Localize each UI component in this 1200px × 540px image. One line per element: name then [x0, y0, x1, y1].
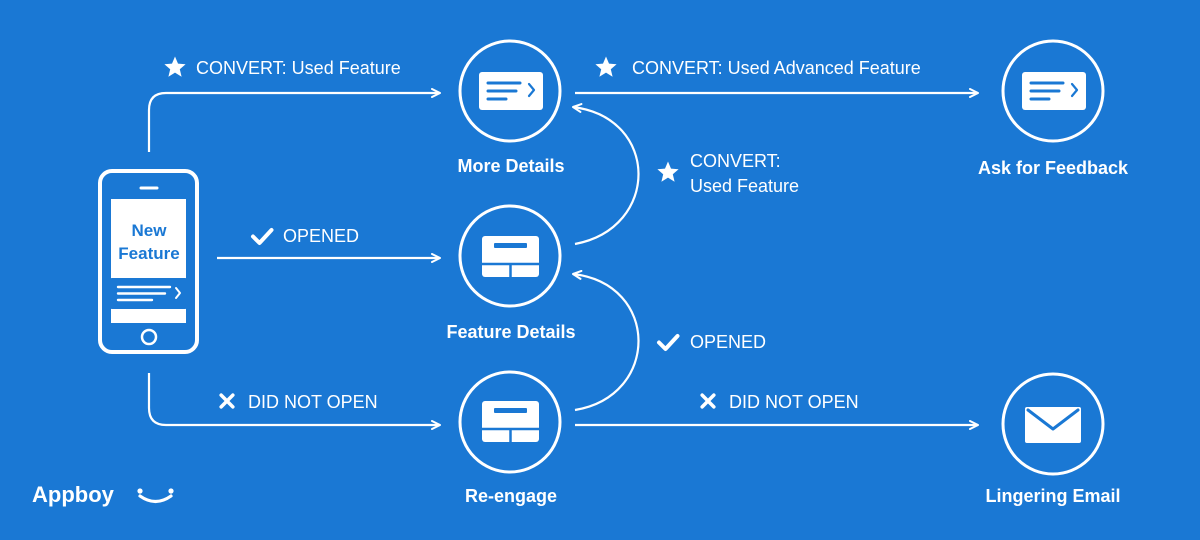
text-convert-line2: Used Feature [690, 176, 799, 196]
edge-label-did-not-open: DID NOT OPEN [219, 392, 378, 412]
check-icon [251, 228, 274, 245]
label-lingering-email: Lingering Email [985, 486, 1120, 506]
connectors [147, 88, 979, 430]
text-opened: OPENED [283, 226, 359, 246]
cross-icon [700, 393, 716, 409]
node-lingering-email: Lingering Email [985, 372, 1121, 506]
text-convert-used-feature: CONVERT: Used Feature [196, 58, 401, 78]
appboy-logo: Appboy [32, 482, 174, 507]
logo-eye-left [137, 488, 143, 494]
text-convert-used-advanced: CONVERT: Used Advanced Feature [632, 58, 921, 78]
edge-label-did-not-open-email: DID NOT OPEN [700, 392, 859, 412]
edge-label-opened-reengage: OPENED [657, 332, 766, 352]
label-more-details: More Details [457, 156, 564, 176]
edge-label-convert-used-feature: CONVERT: Used Feature [164, 56, 401, 78]
message-card-icon [479, 72, 543, 110]
edge-label-convert-used-advanced: CONVERT: Used Advanced Feature [595, 56, 921, 78]
message-card-icon [1022, 72, 1086, 110]
logo-text: Appboy [32, 482, 115, 507]
node-ask-for-feedback: Ask for Feedback [978, 39, 1129, 178]
modal-icon [482, 236, 539, 277]
star-icon [164, 56, 186, 77]
cross-icon [219, 393, 235, 409]
label-re-engage: Re-engage [465, 486, 557, 506]
check-icon [657, 334, 680, 351]
phone-label-line1: New [132, 221, 168, 240]
modal-icon [482, 401, 539, 442]
text-did-not-open: DID NOT OPEN [248, 392, 378, 412]
node-re-engage: Re-engage [458, 370, 562, 506]
edge-feature-details-to-more-details [572, 103, 640, 246]
node-feature-details: Feature Details [446, 204, 576, 342]
phone-new-feature: New Feature [98, 169, 199, 354]
edge-label-opened: OPENED [251, 226, 359, 246]
phone-home-button [140, 328, 158, 346]
logo-eye-right [168, 488, 174, 494]
edge-re-engage-to-feature-details [572, 269, 640, 412]
star-icon [595, 56, 617, 77]
edge-phone-to-re-engage [147, 373, 441, 430]
text-opened-reengage: OPENED [690, 332, 766, 352]
node-more-details: More Details [457, 39, 565, 176]
label-ask-for-feedback: Ask for Feedback [978, 158, 1129, 178]
label-feature-details: Feature Details [446, 322, 575, 342]
edge-phone-to-more-details [147, 88, 441, 152]
text-did-not-open-email: DID NOT OPEN [729, 392, 859, 412]
text-convert-line1: CONVERT: [690, 151, 781, 171]
envelope-icon [1025, 407, 1081, 443]
star-icon [657, 161, 679, 182]
edge-label-convert-loop: CONVERT: Used Feature [657, 151, 799, 196]
logo-smile [138, 494, 173, 504]
phone-label-line2: Feature [118, 244, 179, 263]
